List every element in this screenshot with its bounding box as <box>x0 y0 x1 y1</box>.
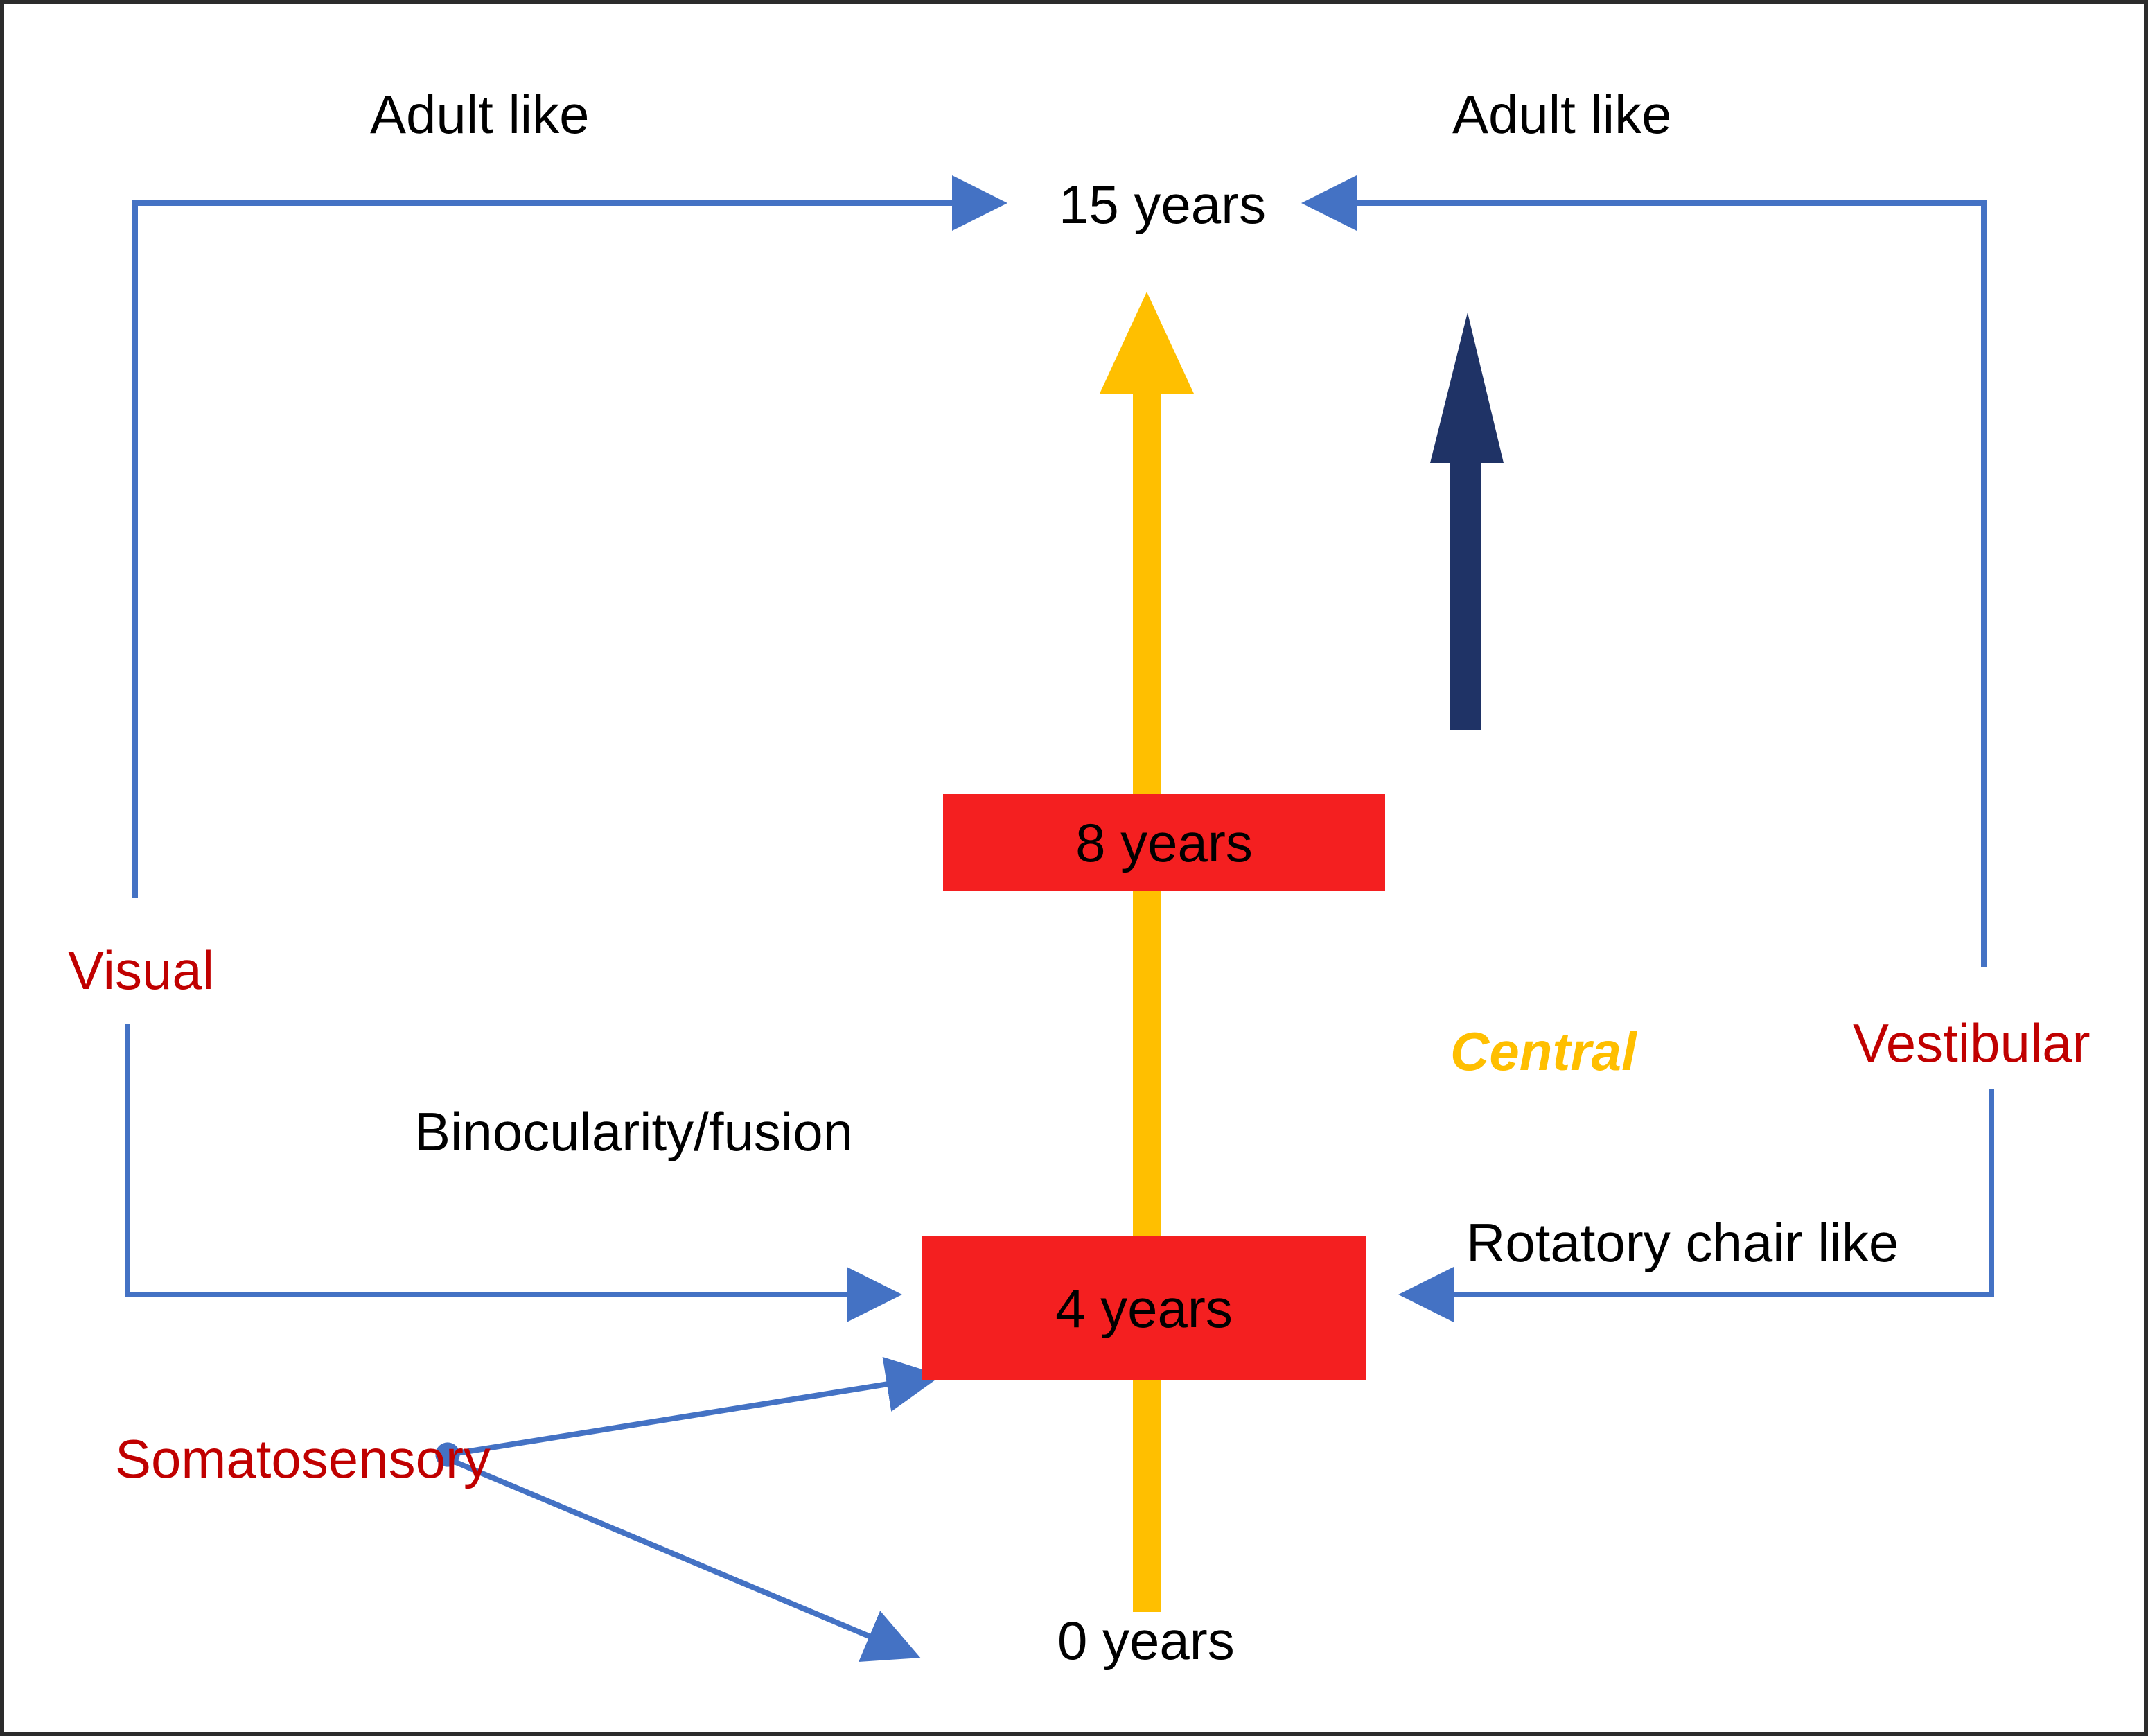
adult-like-right-label: Adult like <box>1452 84 1672 145</box>
descriptor-rotatory-chair-like: Rotatory chair like <box>1466 1212 1899 1273</box>
central-maturation-arrow <box>1100 292 1194 1612</box>
milestone-box-4-years[interactable]: 4 years <box>922 1236 1366 1380</box>
milestone-label-8-years: 8 years <box>1075 812 1253 873</box>
visual-top-connector <box>132 175 1007 898</box>
system-label-somatosensory: Somatosensory <box>115 1428 491 1489</box>
milestone-label-4-years: 4 years <box>1055 1277 1233 1339</box>
system-label-visual: Visual <box>68 940 215 1001</box>
adult-like-left-label: Adult like <box>370 84 590 145</box>
timeline-bottom-label: 0 years <box>1057 1610 1235 1671</box>
descriptor-binocularity-fusion: Binocularity/fusion <box>414 1101 853 1162</box>
system-label-central: Central <box>1450 1021 1637 1082</box>
timeline-top-label: 15 years <box>1059 174 1267 235</box>
vestibular-top-connector <box>1301 175 1987 967</box>
somatosensory-connectors <box>435 1356 942 1662</box>
system-label-vestibular: Vestibular <box>1853 1012 2090 1073</box>
milestone-box-8-years[interactable]: 8 years <box>943 794 1385 891</box>
vestibular-maturation-arrow <box>1430 313 1504 730</box>
